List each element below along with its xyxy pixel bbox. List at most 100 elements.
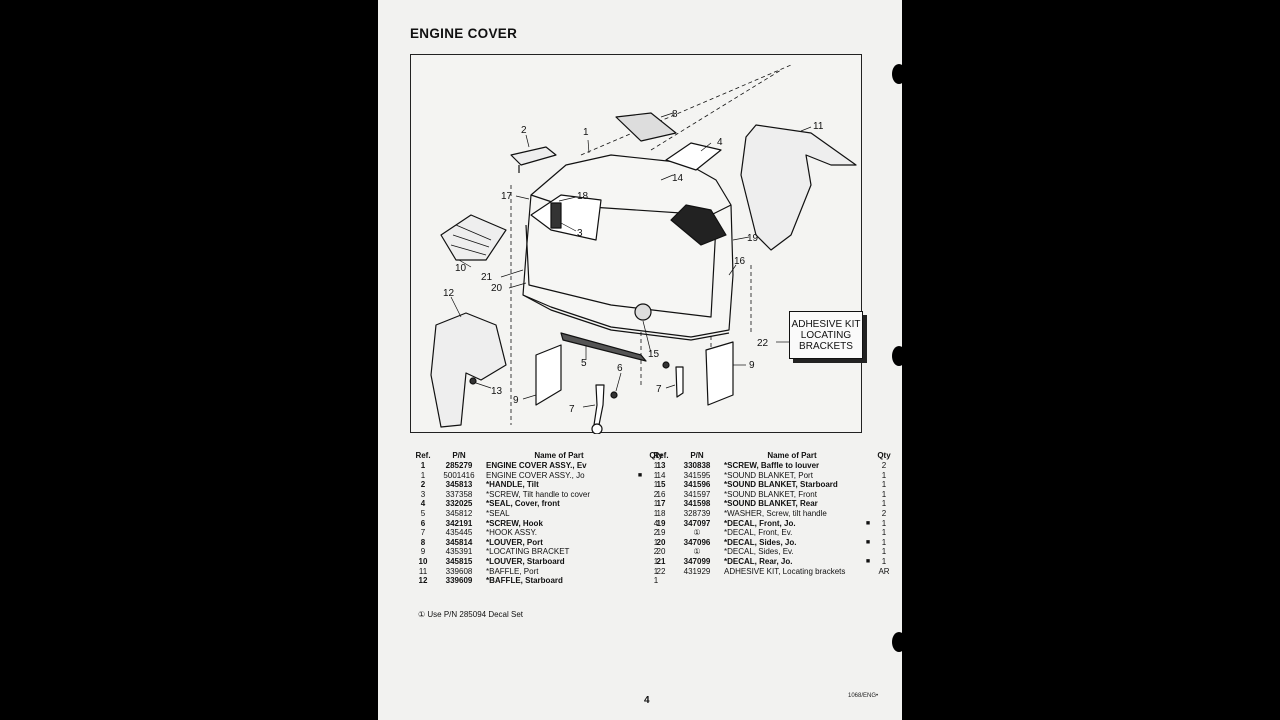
cell-mark xyxy=(634,528,646,538)
cell-pn: 341597 xyxy=(683,489,711,499)
footnote: ① Use P/N 285094 Decal Set xyxy=(418,610,524,619)
cell-pn: ① xyxy=(693,528,701,538)
kit-box-line: ADHESIVE KIT xyxy=(791,318,861,330)
baffle-starboard-part xyxy=(430,312,507,428)
cell-name: *BAFFLE, Starboard xyxy=(486,576,563,586)
callout-label: 19 xyxy=(747,233,759,244)
cell-pn: 5001416 xyxy=(443,470,475,480)
header-name: Name of Part xyxy=(534,451,584,460)
callout-label: 3 xyxy=(577,228,583,239)
cell-mark xyxy=(634,567,646,577)
header-qty: Qty xyxy=(877,451,891,460)
table-header-row: Ref. P/N Name of Part Qty xyxy=(650,451,894,461)
cell-ref: 22 xyxy=(656,566,666,576)
cell-pn: 347099 xyxy=(683,556,711,566)
cell-ref: 16 xyxy=(656,489,666,499)
cell-pn: 339609 xyxy=(445,576,473,586)
cell-mark xyxy=(634,538,646,548)
cell-qty: 1 xyxy=(881,537,887,547)
cell-ref: 20 xyxy=(656,537,666,547)
cell-mark xyxy=(634,547,646,557)
cell-qty: 1 xyxy=(881,480,887,490)
cell-pn: 345813 xyxy=(445,480,473,490)
cell-ref: 19 xyxy=(656,528,666,538)
cell-mark xyxy=(862,461,874,471)
cell-pn: 328739 xyxy=(683,508,711,518)
cell-mark xyxy=(862,471,874,481)
cell-ref: 11 xyxy=(418,566,428,576)
cell-ref: 19 xyxy=(656,518,666,528)
callout-label: 7 xyxy=(569,404,575,415)
cell-mark xyxy=(862,528,874,538)
cell-ref: 15 xyxy=(656,480,666,490)
cell-ref: 9 xyxy=(420,547,426,557)
cell-qty: 1 xyxy=(653,470,659,480)
callout-label: 10 xyxy=(455,263,467,274)
cell-name: *DECAL, Front, Ev. xyxy=(724,528,793,538)
cell-name: *SOUND BLANKET, Port xyxy=(724,470,813,480)
cell-ref: 1 xyxy=(420,470,426,480)
kit-box-line: BRACKETS xyxy=(799,340,853,352)
cell-qty: 1 xyxy=(881,556,887,566)
cell-name: *SCREW, Tilt handle to cover xyxy=(486,489,591,499)
cell-qty: 2 xyxy=(881,461,887,470)
cell-ref: 6 xyxy=(420,518,426,528)
cell-ref: 20 xyxy=(656,547,666,557)
cell-ref: 12 xyxy=(418,576,428,586)
cell-pn: 431929 xyxy=(683,566,711,576)
cell-name: *DECAL, Rear, Jo. xyxy=(724,556,793,566)
callout-label: 21 xyxy=(481,272,493,283)
callout-label: 5 xyxy=(581,358,587,369)
callout-label: 6 xyxy=(617,363,623,374)
callout-label: 9 xyxy=(513,395,519,406)
cell-pn: 341595 xyxy=(683,470,711,480)
cell-pn: 347096 xyxy=(683,537,711,547)
cell-pn: 347097 xyxy=(683,518,711,528)
cell-ref: 13 xyxy=(656,461,666,470)
cell-pn: ① xyxy=(693,547,701,557)
cell-ref: 17 xyxy=(656,499,666,509)
cell-mark xyxy=(634,499,646,509)
header-mark xyxy=(634,451,646,461)
cell-mark xyxy=(862,499,874,509)
cell-mark xyxy=(862,509,874,519)
kit-box-line: LOCATING xyxy=(800,329,852,341)
cell-qty: 2 xyxy=(653,547,659,557)
cell-pn: 345815 xyxy=(445,556,473,566)
cell-qty: 1 xyxy=(653,556,659,566)
cell-ref: 7 xyxy=(420,528,426,538)
page-title: ENGINE COVER xyxy=(410,26,518,41)
cell-ref: 3 xyxy=(420,489,426,499)
cell-mark xyxy=(862,547,874,557)
cell-mark: ■ xyxy=(637,471,643,479)
cell-name: *LOUVER, Port xyxy=(486,537,543,547)
cell-ref: 4 xyxy=(420,499,426,509)
cell-mark: ■ xyxy=(865,519,871,527)
callout-label: 1 xyxy=(583,127,589,138)
cell-qty: 1 xyxy=(653,537,659,547)
header-name: Name of Part xyxy=(767,451,817,460)
callout-label: 13 xyxy=(491,386,503,397)
cell-ref: 18 xyxy=(656,508,666,518)
cell-pn: 342191 xyxy=(445,518,473,528)
cell-pn: 332025 xyxy=(445,499,473,509)
cell-pn: 339608 xyxy=(445,566,473,576)
cell-qty: 2 xyxy=(653,489,659,499)
louver-port-part xyxy=(615,112,677,142)
callout-label: 11 xyxy=(813,121,824,132)
cell-qty: 1 xyxy=(653,576,659,586)
cell-name: *SOUND BLANKET, Front xyxy=(724,489,817,499)
cell-ref: 2 xyxy=(420,480,426,490)
callout-label: 8 xyxy=(672,109,678,120)
cell-name: *DECAL, Sides, Jo. xyxy=(724,537,797,547)
cell-mark xyxy=(634,490,646,500)
cell-pn: 341596 xyxy=(683,480,711,490)
